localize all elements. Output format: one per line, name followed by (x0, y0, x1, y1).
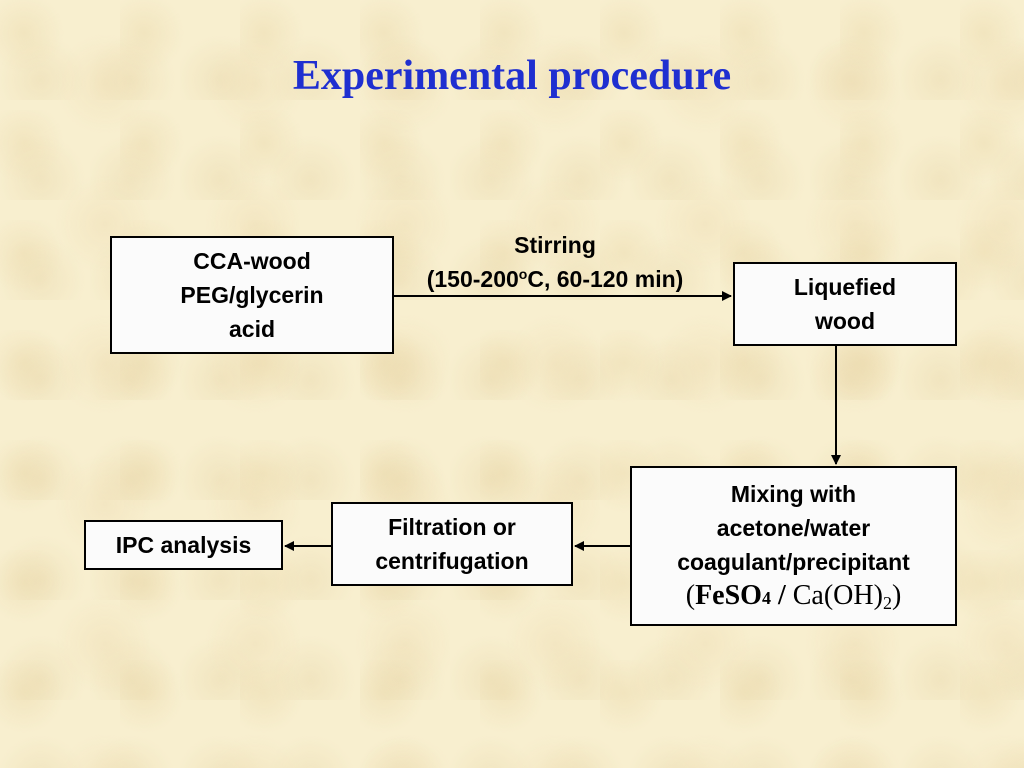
node-ipc-analysis: IPC analysis (84, 520, 283, 570)
node-line: Filtration or (388, 514, 516, 540)
formula-feso-sub: 4 (761, 588, 771, 608)
slide-title: Experimental procedure (292, 53, 732, 99)
node-line: wood (814, 308, 876, 334)
coagulant-formula: (FeSO4 / Ca(OH)2) (686, 579, 902, 615)
node-line: PEG/glycerin (180, 282, 324, 308)
node-filtration: Filtration or centrifugation (331, 502, 573, 586)
node-line: acetone/water (716, 515, 871, 541)
formula-caoh: Ca(OH) (792, 580, 883, 611)
formula-feso: FeSO (695, 580, 762, 611)
edge-label-temp: (150-200 (426, 266, 519, 292)
formula-open: ( (685, 580, 696, 611)
node-mixing: Mixing with acetone/water coagulant/prec… (630, 466, 957, 626)
edge-label-stirring: Stirring (150-200oC, 60-120 min) (390, 228, 720, 296)
edge-label-conditions: (150-200oC, 60-120 min) (390, 262, 720, 296)
formula-caoh-sub: 2 (882, 593, 892, 613)
node-cca-wood-mixture: CCA-wood PEG/glycerin acid (110, 236, 394, 354)
degree-symbol: o (518, 266, 528, 282)
node-line: IPC analysis (115, 532, 252, 558)
node-line: CCA-wood (193, 248, 311, 274)
node-liquefied-wood: Liquefied wood (733, 262, 957, 346)
edge-label-time: C, 60-120 min) (527, 266, 684, 292)
node-line: acid (228, 316, 276, 342)
node-line: coagulant/precipitant (677, 549, 910, 575)
edge-label-line: Stirring (514, 232, 596, 258)
formula-separator: / (770, 580, 793, 611)
node-line: Liquefied (793, 274, 897, 300)
formula-close: ) (891, 580, 902, 611)
node-line: centrifugation (375, 548, 529, 574)
node-line: Mixing with (730, 481, 857, 507)
